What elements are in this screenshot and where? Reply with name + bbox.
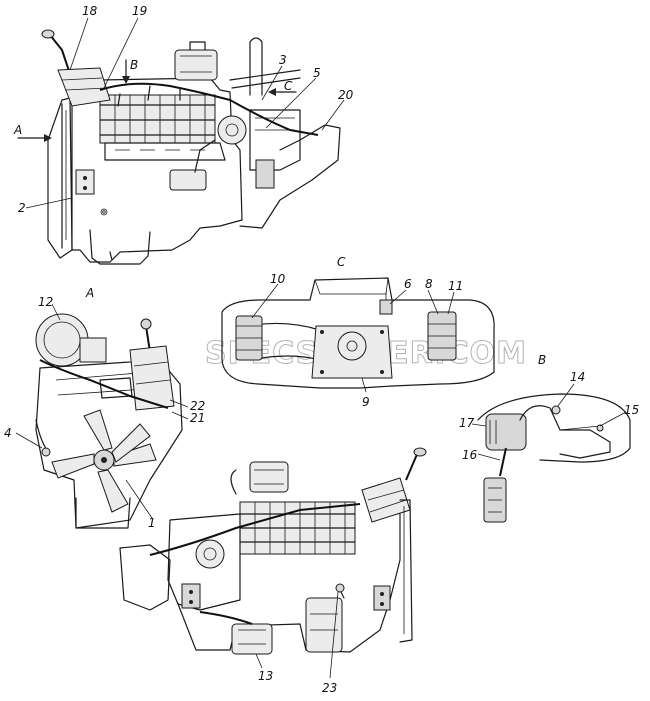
callout-20: 20 xyxy=(338,88,354,102)
view-b-detail: B xyxy=(471,353,631,523)
callout-19: 19 xyxy=(132,4,147,18)
view-arrow-label-a: A xyxy=(13,123,22,137)
callout-16: 16 xyxy=(462,448,478,462)
callout-5: 5 xyxy=(313,66,321,80)
callout-14: 14 xyxy=(570,370,585,384)
callout-8: 8 xyxy=(425,277,433,291)
callout-21: 21 xyxy=(190,411,205,425)
callout-12: 12 xyxy=(38,295,53,309)
callout-9: 9 xyxy=(362,395,370,409)
callout-11: 11 xyxy=(448,279,463,293)
view-c-detail: C xyxy=(221,255,495,393)
view-a-front: A xyxy=(15,286,189,529)
callout-18: 18 xyxy=(82,4,98,18)
callout-23: 23 xyxy=(322,681,337,695)
callout-4: 4 xyxy=(4,426,12,440)
view-title-a: A xyxy=(85,286,94,300)
view-arrow-label-b: B xyxy=(130,58,138,72)
engine-side-view-top xyxy=(17,17,345,265)
callout-22: 22 xyxy=(190,399,205,413)
engine-side-view-bottom xyxy=(119,447,427,679)
view-title-c: C xyxy=(337,255,346,269)
callout-13: 13 xyxy=(258,669,273,683)
callout-6: 6 xyxy=(404,277,412,291)
callout-2: 2 xyxy=(18,201,26,215)
view-arrow-label-c: C xyxy=(284,79,293,93)
view-title-b: B xyxy=(538,353,546,367)
callout-10: 10 xyxy=(270,272,286,286)
callout-15: 15 xyxy=(624,403,639,417)
callout-3: 3 xyxy=(279,53,287,67)
callout-1: 1 xyxy=(148,516,156,530)
callout-17: 17 xyxy=(459,416,475,430)
